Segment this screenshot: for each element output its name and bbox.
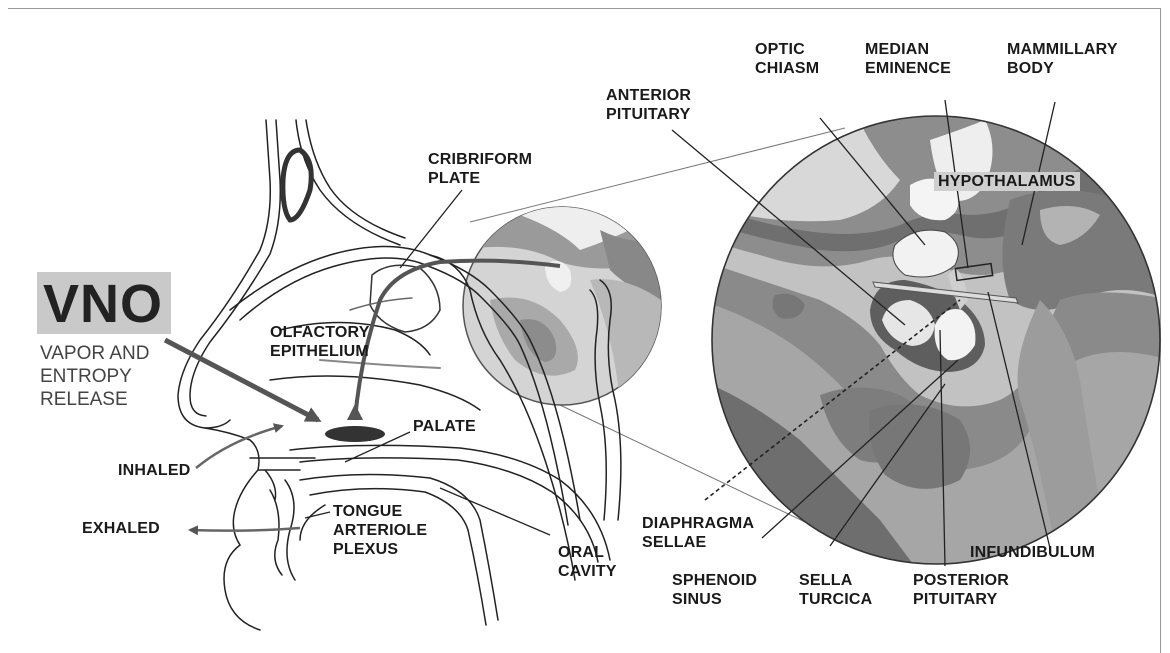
label-tongue-arteriole-plexus: TONGUE ARTERIOLE PLEXUS: [333, 502, 427, 559]
vno-subtitle: VAPOR AND ENTROPY RELEASE: [40, 342, 149, 411]
label-palate: PALATE: [413, 417, 476, 436]
label-oral-cavity: ORAL CAVITY: [558, 543, 617, 581]
label-optic-chiasm: OPTIC CHIASM: [755, 40, 819, 78]
label-diaphragma-sellae: DIAPHRAGMA SELLAE: [642, 514, 754, 552]
vno-title: VNO: [37, 272, 171, 334]
label-exhaled: EXHALED: [82, 519, 160, 538]
label-cribriform-plate: CRIBRIFORM PLATE: [428, 150, 532, 188]
label-median-eminence: MEDIAN EMINENCE: [865, 40, 951, 78]
vno-organ: [325, 426, 385, 442]
inhaled-arrow: [196, 426, 282, 468]
label-olfactory-epithelium: OLFACTORY EPITHELIUM: [270, 323, 370, 361]
label-sella-turcica: SELLA TURCICA: [799, 571, 872, 609]
label-posterior-pituitary: POSTERIOR PITUITARY: [913, 571, 1009, 609]
label-sphenoid-sinus: SPHENOID SINUS: [672, 571, 757, 609]
label-infundibulum: INFUNDIBULUM: [970, 543, 1095, 562]
label-inhaled: INHALED: [118, 461, 191, 480]
label-anterior-pituitary: ANTERIOR PITUITARY: [606, 86, 691, 124]
label-hypothalamus: HYPOTHALAMUS: [934, 172, 1080, 191]
exhaled-arrow: [190, 528, 300, 531]
label-mammillary-body: MAMMILLARY BODY: [1007, 40, 1118, 78]
small-zoom-circle: [463, 200, 661, 405]
